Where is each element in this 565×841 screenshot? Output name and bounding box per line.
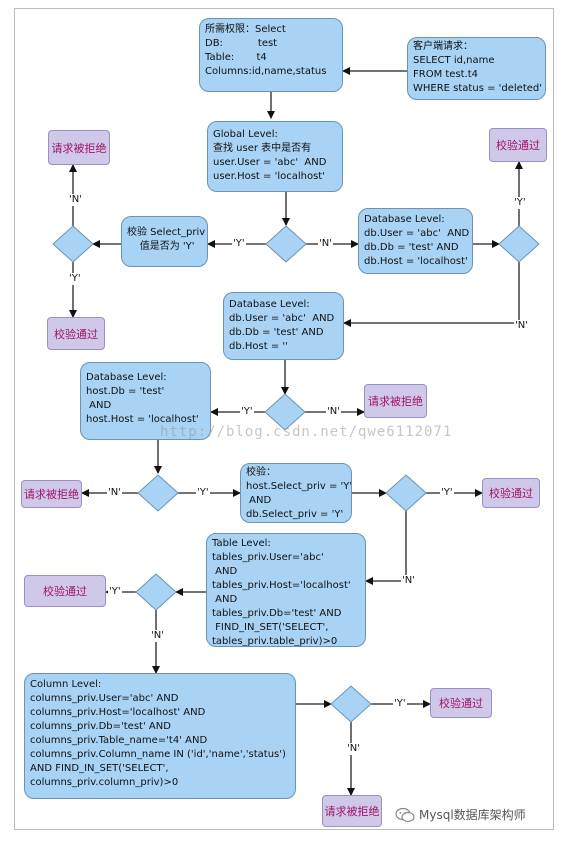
edge-label-d6-n: 'N'	[150, 630, 165, 642]
result-reject-1: 请求被拒绝	[48, 130, 110, 165]
table-level-box: Table Level: tables_priv.User='abc' AND …	[206, 533, 366, 647]
edge-label-d2-n: 'N'	[514, 320, 529, 332]
wechat-icon	[395, 807, 415, 822]
database-level-box-1: Database Level: db.User = 'abc' AND db.D…	[358, 208, 473, 274]
check-select-priv-box: 校验 Select_priv 值是否为 'Y'	[121, 216, 208, 267]
edge-label-d4-n: 'N'	[107, 487, 122, 499]
decision-diamond-7	[330, 685, 372, 723]
decision-diamond-5	[385, 474, 427, 512]
result-reject-2: 请求被拒绝	[364, 384, 427, 418]
edge-label-d5-n: 'N'	[401, 575, 416, 587]
database-level-host-box: Database Level: host.Db = 'test' AND hos…	[80, 362, 211, 440]
edge-label-d6-y: 'Y'	[108, 586, 122, 598]
column-level-box: Column Level: columns_priv.User='abc' AN…	[24, 673, 296, 799]
check-host-db-box: 校验： host.Select_priv = 'Y' AND db.Select…	[240, 463, 352, 523]
edge-label-d1-n: 'N'	[318, 238, 333, 250]
edge-label-d5-y: 'Y'	[440, 487, 454, 499]
result-pass-4: 校验通过	[24, 575, 106, 607]
edge-label-d3-n: 'N'	[326, 406, 341, 418]
result-reject-3: 请求被拒绝	[21, 480, 82, 508]
edge-label-d0-y: 'Y'	[68, 273, 82, 285]
database-level-box-2: Database Level: db.User = 'abc' AND db.D…	[223, 292, 344, 360]
edge-label-d7-y: 'Y'	[393, 698, 407, 710]
edge-label-d2-y: 'Y'	[513, 197, 527, 209]
edge-label-d4-y: 'Y'	[196, 487, 210, 499]
footer-text: Mysql数据库架构师	[419, 808, 526, 822]
result-pass-5: 校验通过	[430, 688, 492, 718]
watermark-text: http://blog.csdn.net/qwe6112071	[160, 424, 453, 440]
result-pass-2: 校验通过	[489, 128, 547, 162]
client-request-box: 客户端请求： SELECT id,name FROM test.t4 WHERE…	[407, 37, 546, 100]
result-pass-1: 校验通过	[47, 317, 105, 350]
edge-label-d3-y: 'Y'	[240, 406, 254, 418]
decision-diamond-4	[137, 474, 179, 512]
decision-diamond-0	[52, 225, 94, 263]
arrow-d5-n	[365, 511, 407, 585]
edge-label-d1-y: 'Y'	[232, 238, 246, 250]
decision-diamond-6	[135, 573, 177, 611]
result-reject-4: 请求被拒绝	[322, 795, 382, 827]
footer-brand: Mysql数据库架构师	[395, 806, 526, 823]
edge-label-d7-n: 'N'	[346, 743, 361, 755]
required-permissions-box: 所需权限：Select DB: test Table: t4 Columns:i…	[199, 18, 343, 92]
decision-diamond-2	[498, 225, 540, 263]
result-pass-3: 校验通过	[482, 478, 540, 508]
global-level-box: Global Level: 查找 user 表中是否有 user.User = …	[207, 121, 343, 192]
edge-label-d0-n: 'N'	[68, 194, 83, 206]
decision-diamond-3	[264, 393, 306, 431]
decision-diamond-1	[265, 225, 307, 263]
